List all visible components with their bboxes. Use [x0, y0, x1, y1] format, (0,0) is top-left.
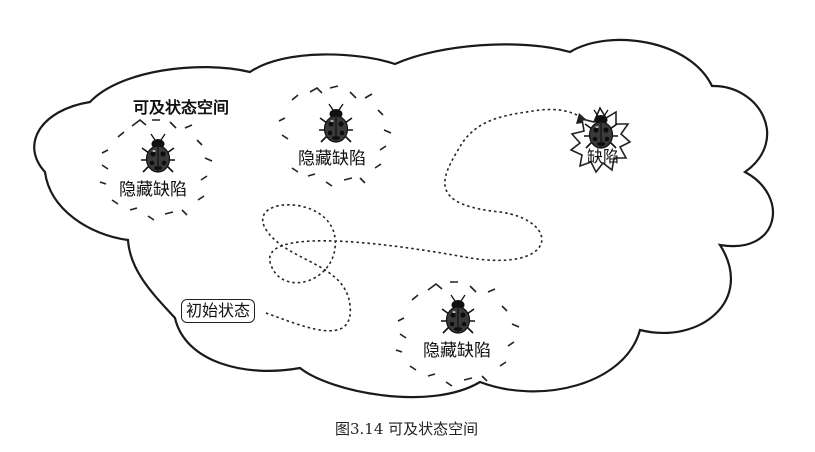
hidden-defect-label: 隐藏缺陷	[421, 341, 493, 361]
hidden-defect-label: 隐藏缺陷	[296, 149, 368, 169]
hidden-defect-burst-bottom	[395, 281, 520, 387]
hidden-defect-burst-left	[99, 118, 213, 221]
region-label: 可及状态空间	[133, 98, 230, 117]
found-defect-label: 缺陷	[587, 147, 620, 166]
hidden-defect-burst-top	[278, 85, 392, 187]
initial-state-box: 初始状态	[181, 299, 256, 323]
figure-caption: 图3.14 可及状态空间	[335, 420, 479, 438]
hidden-defect-label: 隐藏缺陷	[117, 180, 189, 200]
